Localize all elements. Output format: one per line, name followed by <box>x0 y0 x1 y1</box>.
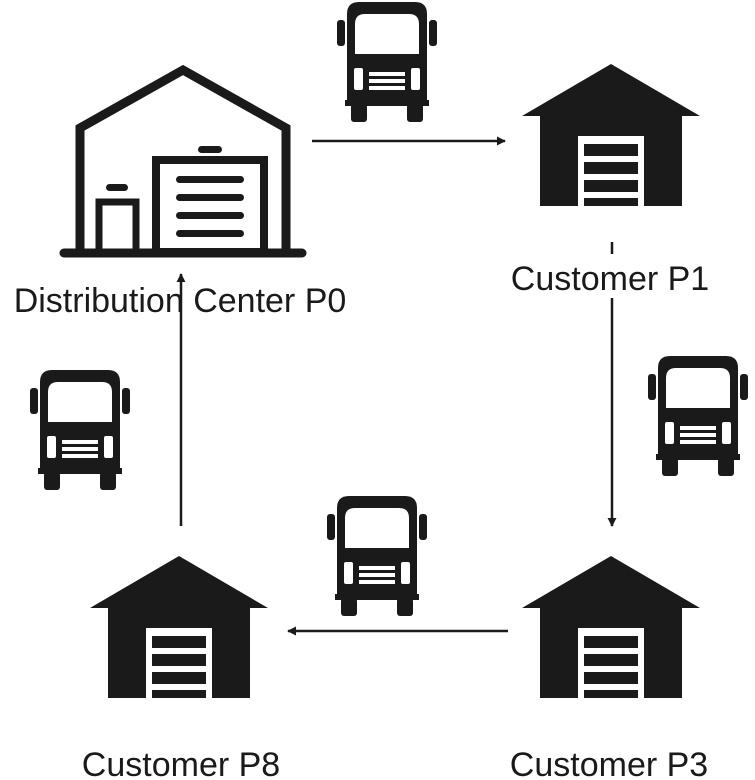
house-icon <box>522 556 700 698</box>
truck-icon <box>30 370 130 490</box>
customer-p8-label: Customer P8 <box>82 746 280 780</box>
customer-p3-label: Customer P3 <box>510 746 708 780</box>
truck-icon <box>337 2 437 122</box>
truck-icon <box>648 356 748 476</box>
customer-p1-label: Customer P1 <box>511 260 709 298</box>
house-icon <box>90 556 268 698</box>
house-icon <box>522 64 700 206</box>
warehouse-icon <box>59 64 307 258</box>
truck-icon <box>327 496 427 616</box>
distribution-center-label: Distribution Center P0 <box>14 282 347 320</box>
